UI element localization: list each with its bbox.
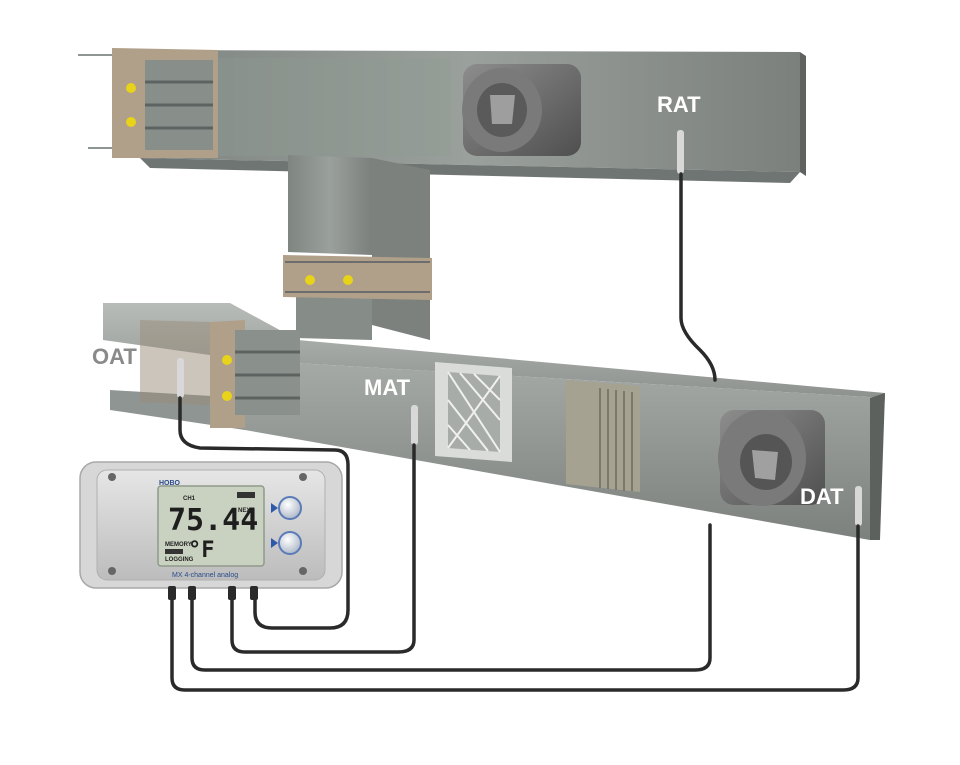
mixing-riser-duct — [288, 155, 430, 340]
lcd-reading: 75.44 — [168, 503, 258, 538]
duct-damper-icon — [283, 255, 432, 300]
rat-label: RAT — [657, 92, 701, 117]
coil-icon — [566, 380, 640, 492]
logger-connectors — [168, 586, 258, 600]
blower-fan-icon — [718, 410, 825, 506]
filter-icon — [435, 362, 512, 462]
battery-icon — [237, 492, 255, 498]
duct-damper-icon — [210, 320, 300, 428]
temperature-sensor-icon — [177, 130, 862, 526]
dat-label: DAT — [800, 484, 844, 509]
memory-bar — [165, 549, 183, 554]
logger-button-1[interactable] — [278, 496, 302, 520]
lcd-screen — [157, 485, 265, 567]
oat-label: OAT — [92, 344, 137, 369]
logger-model: MX 4-channel analog — [172, 572, 238, 579]
lcd-channel: CH1 — [183, 496, 196, 502]
data-logger-icon: HOBO CH1 75.44 NEXT °F MEMORY LOGGING MX… — [79, 461, 343, 600]
mat-label: MAT — [364, 375, 411, 400]
lcd-unit: °F — [188, 538, 215, 563]
sensor-cables — [170, 172, 860, 692]
lcd-logging: LOGGING — [165, 557, 194, 563]
duct-damper-icon — [78, 48, 218, 158]
play-arrow-icon — [271, 503, 278, 513]
lcd-memory: MEMORY — [165, 542, 192, 548]
play-arrow-icon — [271, 538, 278, 548]
blower-fan-icon — [462, 64, 581, 156]
lcd-next: NEXT — [238, 508, 254, 514]
logger-button-2[interactable] — [278, 531, 302, 555]
logger-brand: HOBO — [159, 480, 181, 487]
